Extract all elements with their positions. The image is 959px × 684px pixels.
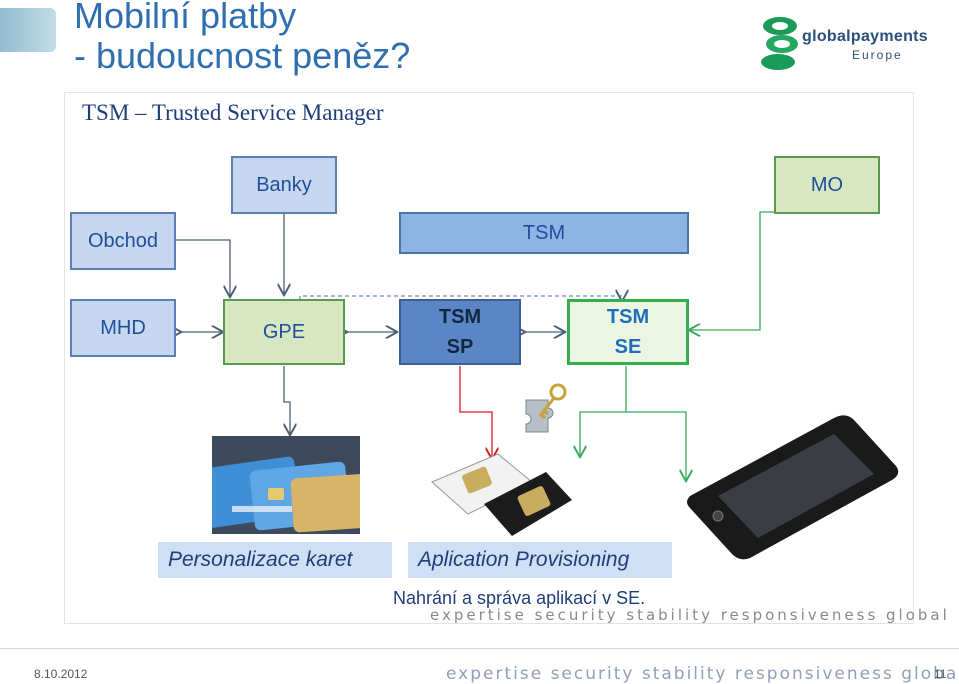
arrow-tsmse-phone: [626, 411, 686, 480]
logo-wordmark: globalpayments: [802, 28, 929, 45]
node-tsm-se: TSM SE: [567, 299, 689, 365]
title-accent-bar: [0, 8, 56, 52]
arrow-mo-tsmse: [690, 211, 819, 330]
smartphone-photo: [684, 412, 902, 560]
globalpayments-swirl-logo: [761, 17, 798, 70]
footer-tagline: expertise security stability responsiven…: [446, 664, 959, 684]
page-number: 11: [934, 667, 947, 681]
logo-subword: Europe: [852, 48, 903, 62]
node-obchod: Obchod: [70, 212, 176, 270]
arrow-obchod-gpe: [175, 239, 230, 296]
node-tsm-sp: TSM SP: [399, 299, 521, 365]
globalpayments-logo: [758, 10, 938, 74]
node-gpe: GPE: [223, 299, 345, 365]
tsm-dashed-bracket: [299, 296, 622, 300]
arrow-tsmse-sim: [580, 366, 627, 456]
caption-provisioning: Aplication Provisioning: [408, 542, 672, 578]
slide-tagline: expertise security stability responsiven…: [430, 606, 950, 624]
provisioning-note: Nahrání a správa aplikací v SE.: [393, 588, 646, 608]
node-banky: Banky: [231, 156, 337, 214]
diagram-panel: [64, 92, 914, 624]
arrow-gpe-cards: [283, 366, 290, 434]
caption-personalizace: Personalizace karet: [158, 542, 392, 578]
footer-divider: [0, 648, 959, 649]
sim-cards-photo: [428, 452, 574, 538]
slide-title: Mobilní platby - budoucnost peněz?: [74, 0, 411, 76]
key-puzzle-icon: [512, 382, 570, 440]
slide-subtitle: TSM – Trusted Service Manager: [82, 100, 384, 125]
footer-date: 8.10.2012: [34, 667, 88, 681]
node-mo: MO: [774, 156, 880, 214]
arrow-tsmsp-sim: [459, 366, 492, 458]
node-tsm: TSM: [399, 212, 689, 254]
node-mhd: MHD: [70, 299, 176, 357]
credit-cards-photo: [212, 436, 360, 534]
